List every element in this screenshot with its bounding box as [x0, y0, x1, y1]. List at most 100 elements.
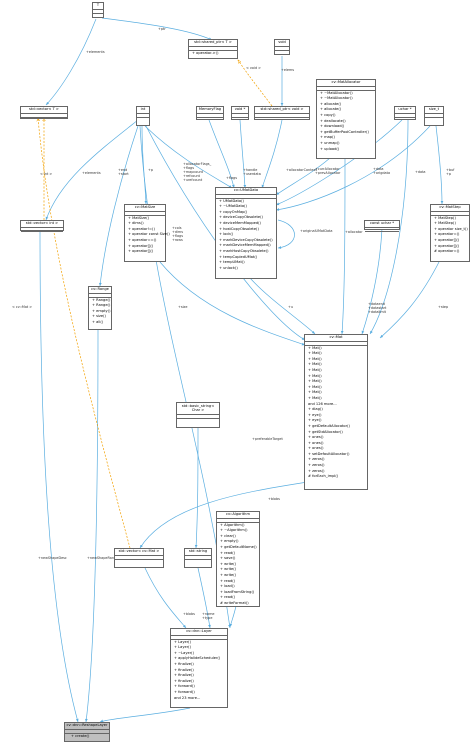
edge-label-original: +originalUMatData	[300, 229, 333, 233]
edge-label-data-orig: +data +origdata	[373, 167, 391, 175]
edge-label-void-t: < void >	[246, 66, 262, 70]
edge-label-flags: +flags	[226, 176, 237, 180]
class-basic-string[interactable]: std::basic_string< Char >	[176, 402, 220, 428]
edge-label-p: +p	[148, 168, 153, 172]
class-mat-title: cv::Mat	[305, 335, 367, 342]
class-vector-mat-title: std::vector< cv::Mat >	[115, 549, 163, 556]
class-matallocator-title: cv::MatAllocator	[317, 80, 375, 87]
edge-sizet-umatdata	[275, 125, 431, 211]
edge-label-elements-mid: +elements	[82, 171, 101, 175]
class-const-uchar-ptr-title: const uchar *	[365, 221, 399, 228]
edge-vectorint-reshape	[39, 229, 79, 723]
class-shared-ptr-t[interactable]: std::shared_ptr< T > + operator->()	[188, 39, 238, 59]
class-basic-string-title: std::basic_string< Char >	[177, 403, 219, 415]
class-umatdata[interactable]: cv::UMatData + UMatData() + ~UMatData() …	[215, 187, 277, 279]
class-memoryflag[interactable]: MemoryFlag	[196, 106, 224, 120]
edge-algorithm-layer	[229, 605, 237, 628]
class-range-title: cv::Range	[89, 287, 111, 294]
class-vector-int[interactable]: std::vector< int >	[20, 220, 64, 232]
class-vector-t-title: std::vector< T >	[21, 107, 67, 114]
class-layer[interactable]: cv::dnn::Layer + Layer() + Layer() + ~La…	[170, 628, 228, 708]
class-matallocator[interactable]: cv::MatAllocator + ~MatAllocator() + ~Ma…	[316, 79, 376, 159]
edge-t-vector	[45, 18, 97, 106]
tedge-shared-void	[238, 60, 273, 107]
edge-int-matsize	[141, 125, 148, 205]
class-t-title: T	[93, 3, 103, 10]
edge-label-allocatorflags: +allocatorFlags_ +flags +mapcount +refco…	[183, 162, 212, 182]
edge-range-reshape	[85, 329, 99, 723]
class-reshape-layer-title: cv::dnn::ReshapeLayer	[65, 723, 109, 730]
edge-int-range	[98, 125, 139, 287]
edge-label-int-t: < int >	[40, 172, 53, 176]
edge-label-data: +data	[415, 170, 426, 174]
class-uchar-ptr-title: uchar *	[395, 107, 415, 114]
edge-umatdata-mat	[249, 277, 316, 335]
class-matsize[interactable]: cv::MatSize + MatSize() + dims() + opera…	[124, 204, 170, 262]
class-t[interactable]: T	[92, 2, 104, 18]
edge-label-newshapedesc: +newShapeDesc	[38, 556, 67, 560]
edge-label-allocatorcontext: +allocatorContext	[286, 168, 317, 172]
class-void-ptr[interactable]: void *	[231, 106, 249, 120]
edge-constuchar-mat	[361, 227, 383, 335]
class-matstep[interactable]: cv::MatStep + MatStep() + MatStep() + op…	[430, 204, 470, 262]
edge-label-cols: +cols +dims +flags +rows	[172, 226, 184, 242]
class-algorithm-title: cv::Algorithm	[217, 512, 259, 519]
edge-label-name-type: +name +type	[202, 612, 215, 620]
class-void-ptr-title: void *	[232, 107, 248, 114]
edge-allocator-mat	[340, 157, 346, 335]
edge-matsize-mat	[159, 261, 306, 346]
edge-label-blobs2: +blobs	[183, 612, 195, 616]
edge-label-newshaperange: +newShapeRange	[87, 556, 119, 560]
class-matstep-title: cv::MatStep	[431, 205, 469, 212]
class-uchar-ptr[interactable]: uchar *	[394, 106, 416, 120]
edge-label-start-end: +end +start	[118, 168, 129, 176]
edge-memflag-umatdata	[208, 119, 235, 189]
edge-int-umatdata	[144, 125, 233, 189]
class-vector-t[interactable]: std::vector< T >	[20, 106, 68, 119]
class-algorithm[interactable]: cv::Algorithm + Algorithm() + ~Algorithm…	[216, 511, 260, 607]
class-int[interactable]: int	[136, 106, 150, 126]
class-size-t[interactable]: size_t	[424, 106, 444, 126]
class-void-title: void	[275, 40, 289, 47]
edge-label-allocator: +allocator	[345, 230, 363, 234]
edge-label-ptr: +ptr	[158, 27, 166, 31]
edge-mat-vectormat	[139, 479, 321, 549]
edge-label-step: +step	[438, 305, 449, 309]
edge-uchar-mat	[369, 119, 409, 335]
edge-label-dataend: +dataend +datastart +datalimit	[368, 302, 387, 314]
edge-label-curr: +currAllocator +prevAllocator	[315, 167, 341, 175]
edge-allocator-umatdata	[275, 157, 331, 196]
class-void[interactable]: void	[274, 39, 290, 55]
edge-sharedvoid-umatdata	[261, 119, 283, 189]
tedge-vector-mat	[38, 118, 131, 549]
edge-label-u: +u	[288, 305, 293, 309]
edge-vectormat-layer	[144, 567, 187, 629]
edge-label-preferable: +preferableTarget	[252, 437, 283, 441]
edge-label-elems: +elems	[281, 68, 295, 72]
class-memoryflag-title: MemoryFlag	[197, 107, 223, 114]
class-mat[interactable]: cv::Mat + Mat() + Mat() + Mat() + Mat() …	[304, 334, 368, 490]
class-vector-mat[interactable]: std::vector< cv::Mat >	[114, 548, 164, 568]
class-string[interactable]: std::string	[184, 548, 212, 568]
edge-t-shared-ptr	[101, 17, 213, 41]
class-const-uchar-ptr[interactable]: const uchar *	[364, 220, 400, 232]
edge-sizet-matstep	[435, 125, 444, 205]
class-shared-ptr-void[interactable]: std::shared_ptr< void >	[254, 106, 310, 120]
class-umatdata-title: cv::UMatData	[216, 188, 276, 195]
class-range[interactable]: cv::Range + Range() + Range() + empty() …	[88, 286, 112, 330]
edge-label-blobs: +blobs	[268, 497, 280, 501]
edge-basicstring-string	[194, 427, 199, 549]
member: + operator->()	[192, 50, 219, 55]
edge-label-elements-top: +elements	[86, 50, 105, 54]
edge-voidptr-umatdata	[239, 119, 247, 189]
class-layer-title: cv::dnn::Layer	[171, 629, 227, 636]
edge-label-size: +size	[178, 305, 188, 309]
member: + create()	[71, 733, 90, 738]
edge-uchar-umatdata	[275, 119, 403, 206]
edge-label-cvmat-t: < cv::Mat >	[12, 305, 33, 309]
edge-layer-reshape	[99, 707, 191, 723]
edge-string-layer	[197, 567, 211, 629]
class-int-title: int	[137, 107, 149, 114]
class-reshape-layer[interactable]: cv::dnn::ReshapeLayer + create()	[64, 722, 110, 742]
